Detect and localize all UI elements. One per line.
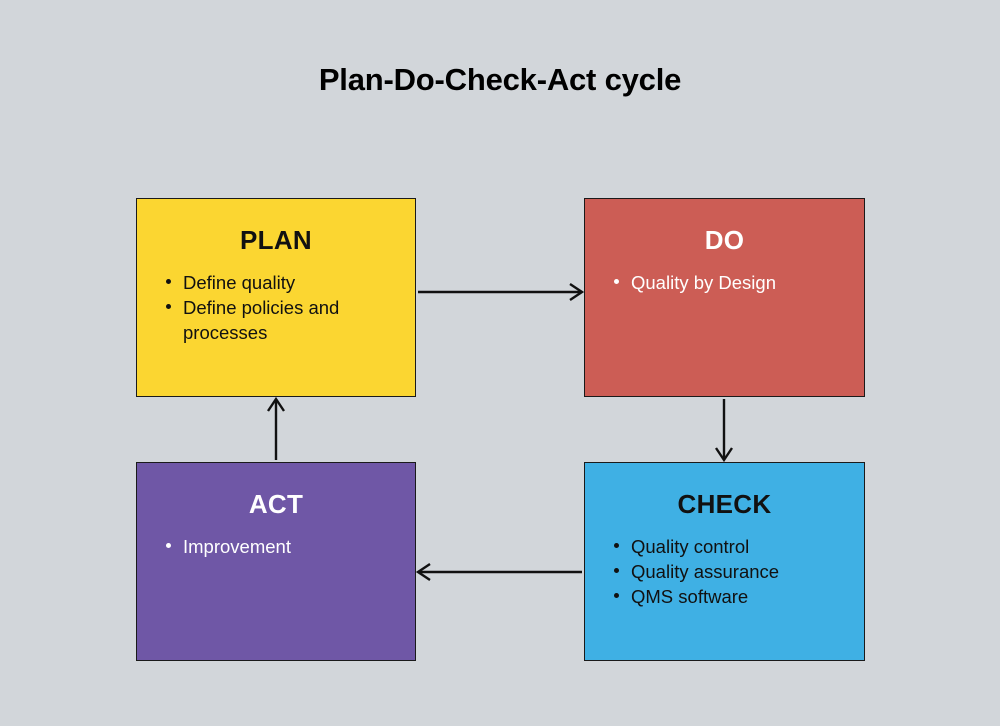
list-item: Improvement (166, 534, 401, 559)
list-item-label: Quality assurance (631, 561, 780, 582)
node-do[interactable]: DO Quality by Design (584, 198, 865, 397)
list-item-label: Define quality (183, 272, 296, 293)
connector-plan-to-do (418, 283, 585, 301)
list-item-label: Improvement (183, 536, 291, 557)
list-item: QMS software (614, 584, 850, 609)
node-check-list: Quality control Quality assurance QMS so… (585, 534, 864, 609)
list-item-label: Quality control (631, 536, 750, 557)
bullet-icon (614, 593, 619, 598)
list-item: Quality control (614, 534, 850, 559)
node-act-title: ACT (248, 489, 304, 519)
node-check-title: CHECK (677, 489, 772, 519)
list-item: Quality assurance (614, 559, 850, 584)
node-plan-title: PLAN (240, 225, 312, 255)
node-do-list: Quality by Design (585, 270, 864, 295)
node-plan[interactable]: PLAN Define quality Define policies and … (136, 198, 416, 397)
connector-act-to-plan (267, 396, 285, 460)
bullet-icon (614, 568, 619, 573)
list-item-label: QMS software (631, 586, 749, 607)
bullet-icon (614, 279, 619, 284)
list-item: Quality by Design (614, 270, 850, 295)
node-act[interactable]: ACT Improvement (136, 462, 416, 661)
list-item: Define quality (166, 270, 401, 295)
bullet-icon (166, 279, 171, 284)
bullet-icon (166, 304, 171, 309)
connector-do-to-check (715, 399, 733, 463)
bullet-icon (166, 543, 171, 548)
list-item-label: Define policies and processes (183, 297, 340, 343)
node-check[interactable]: CHECK Quality control Quality assurance … (584, 462, 865, 661)
bullet-icon (614, 543, 619, 548)
page-title: Plan-Do-Check-Act cycle (318, 62, 682, 97)
list-item: Define policies and processes (166, 295, 401, 345)
list-item-label: Quality by Design (631, 272, 776, 293)
node-plan-list: Define quality Define policies and proce… (137, 270, 415, 345)
node-act-list: Improvement (137, 534, 415, 559)
node-do-title: DO (704, 225, 745, 255)
connector-check-to-act (415, 563, 582, 581)
